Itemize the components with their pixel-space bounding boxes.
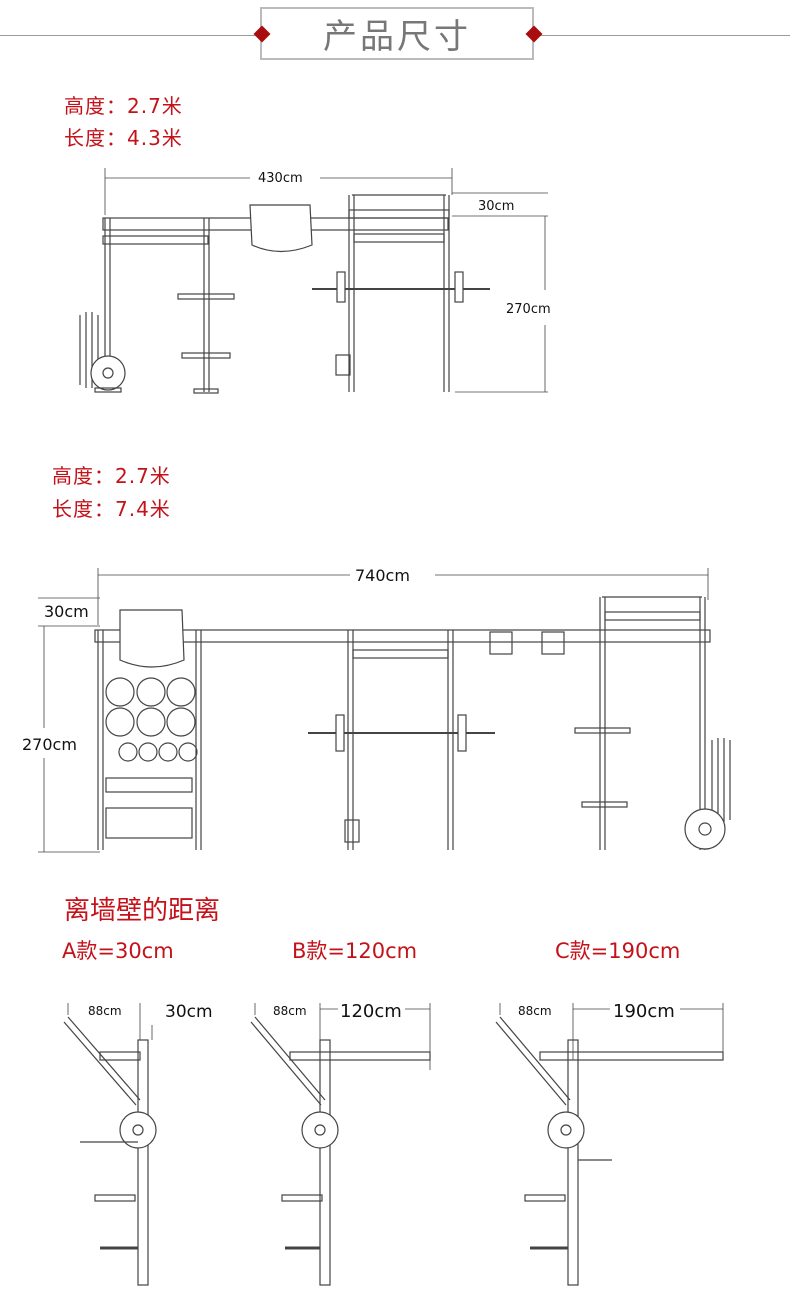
diagram-b-width-label: 740cm [355,566,410,585]
rig-diagram-a: 430cm 30cm 270cm [79,168,551,394]
section-title: 产品尺寸 [323,17,471,57]
wall-diagram-b: 88cm 120cm [250,1001,431,1286]
variant-b-distance: 120cm [340,1001,402,1022]
spec-b-length: 长度：7.4米 [52,497,171,521]
variant-b-label: B款=120cm [292,939,418,963]
wall-diagram-c: 88cm 190cm [495,1001,724,1286]
variant-a-label: A款=30cm [62,939,174,963]
header-rule-left [0,35,262,36]
variant-b-depth: 88cm [273,1004,307,1018]
wall-distance-title: 离墙壁的距离 [64,896,221,926]
variant-c-label: C款=190cm [555,939,681,963]
spec-a-length: 长度：4.3米 [64,126,183,150]
diagram-a-height-label: 270cm [506,302,551,317]
wall-diagram-a: 88cm 30cm [63,1002,213,1286]
diagram-a-width-label: 430cm [258,171,303,186]
diagram-a-top-label: 30cm [478,199,514,214]
variant-a-depth: 88cm [88,1004,122,1018]
diagram-b-height-label: 270cm [22,735,77,754]
variant-c-distance: 190cm [613,1001,675,1022]
spec-b-height: 高度：2.7米 [52,464,171,488]
variant-c-depth: 88cm [518,1004,552,1018]
variant-a-distance: 30cm [165,1002,213,1022]
rig-diagram-b: 740cm 30cm 270cm [22,566,731,853]
section-title-box: 产品尺寸 [260,7,534,60]
spec-a-height: 高度：2.7米 [64,94,183,118]
diagram-b-top-label: 30cm [44,602,89,621]
header-rule-right [534,35,790,36]
